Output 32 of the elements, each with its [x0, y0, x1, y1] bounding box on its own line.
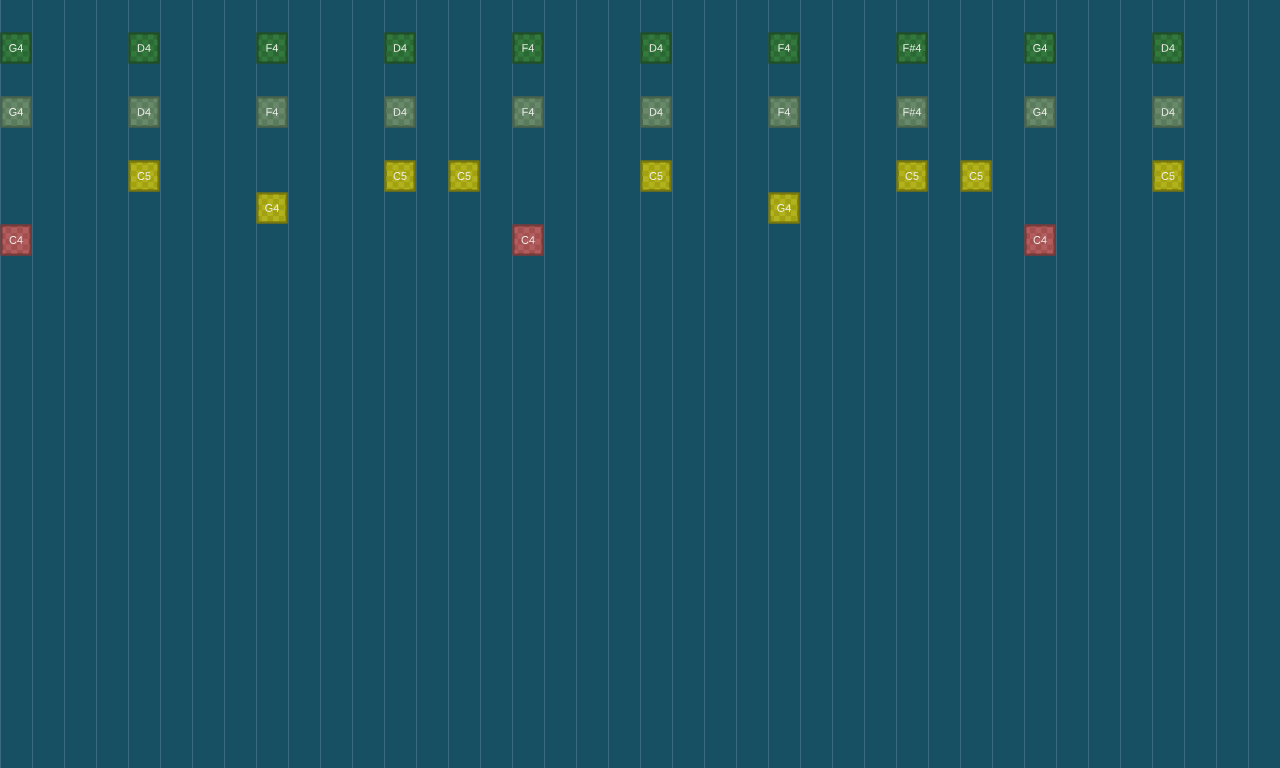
note-block: D4 [640, 96, 672, 128]
note-block: D4 [1152, 96, 1184, 128]
note-block: C5 [640, 160, 672, 192]
note-block: F4 [768, 96, 800, 128]
note-block: C5 [448, 160, 480, 192]
note-block: F4 [768, 32, 800, 64]
note-block: C4 [1024, 224, 1056, 256]
note-block: G4 [0, 32, 32, 64]
note-block: D4 [384, 96, 416, 128]
note-block: C5 [960, 160, 992, 192]
note-block: F4 [256, 96, 288, 128]
note-block: G4 [768, 192, 800, 224]
note-block: F#4 [896, 96, 928, 128]
note-block: D4 [128, 96, 160, 128]
note-block: C5 [384, 160, 416, 192]
note-block: C5 [896, 160, 928, 192]
note-block: G4 [1024, 96, 1056, 128]
note-block: C4 [512, 224, 544, 256]
note-block: F4 [256, 32, 288, 64]
note-block: G4 [256, 192, 288, 224]
note-block: F4 [512, 32, 544, 64]
note-block: D4 [384, 32, 416, 64]
note-block: F#4 [896, 32, 928, 64]
note-block: C5 [1152, 160, 1184, 192]
note-block: C4 [0, 224, 32, 256]
note-block: D4 [128, 32, 160, 64]
note-block: C5 [128, 160, 160, 192]
note-block: D4 [640, 32, 672, 64]
note-block: G4 [0, 96, 32, 128]
note-block: D4 [1152, 32, 1184, 64]
note-block: F4 [512, 96, 544, 128]
note-block: G4 [1024, 32, 1056, 64]
